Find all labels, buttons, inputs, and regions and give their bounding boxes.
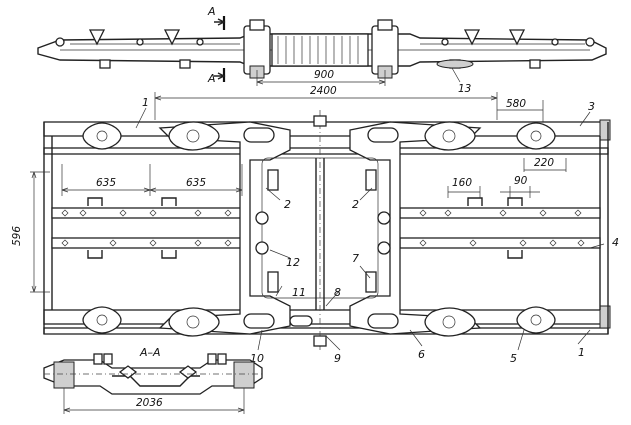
- axlebox-group: [82, 121, 556, 337]
- callout-1-bottom: 1: [578, 346, 585, 359]
- plan-view: 2400 580: [11, 85, 619, 365]
- dim-635-right: 635: [186, 177, 206, 189]
- dim-220: 220: [534, 157, 554, 169]
- callout-5: 5: [510, 352, 517, 365]
- section-marker-top: A: [207, 5, 216, 18]
- dim-900: 900: [314, 69, 334, 81]
- section-a-a-view: A–A 2036: [43, 346, 263, 414]
- callout-1-top: 1: [142, 96, 149, 109]
- dim-2036: 2036: [136, 397, 163, 409]
- callout-4: 4: [612, 236, 619, 249]
- side-view: A A 900 13: [37, 5, 607, 95]
- callout-8: 8: [334, 286, 341, 299]
- dim-90: 90: [514, 175, 528, 187]
- dim-635-left: 635: [96, 177, 116, 189]
- callout-11: 11: [292, 286, 306, 299]
- callout-12: 12: [286, 256, 300, 269]
- callout-2-right: 2: [352, 198, 359, 211]
- callout-7: 7: [352, 252, 359, 265]
- dim-2400: 2400: [310, 85, 337, 97]
- callout-6: 6: [418, 348, 425, 361]
- section-marker-bottom: A: [207, 72, 216, 85]
- callout-9: 9: [334, 352, 341, 365]
- callout-13: 13: [458, 83, 471, 95]
- callout-3: 3: [588, 100, 595, 113]
- callout-2-left: 2: [284, 198, 291, 211]
- dim-596: 596: [11, 226, 23, 246]
- section-view-title: A–A: [139, 346, 161, 359]
- dim-580: 580: [506, 98, 526, 110]
- dim-160: 160: [452, 177, 472, 189]
